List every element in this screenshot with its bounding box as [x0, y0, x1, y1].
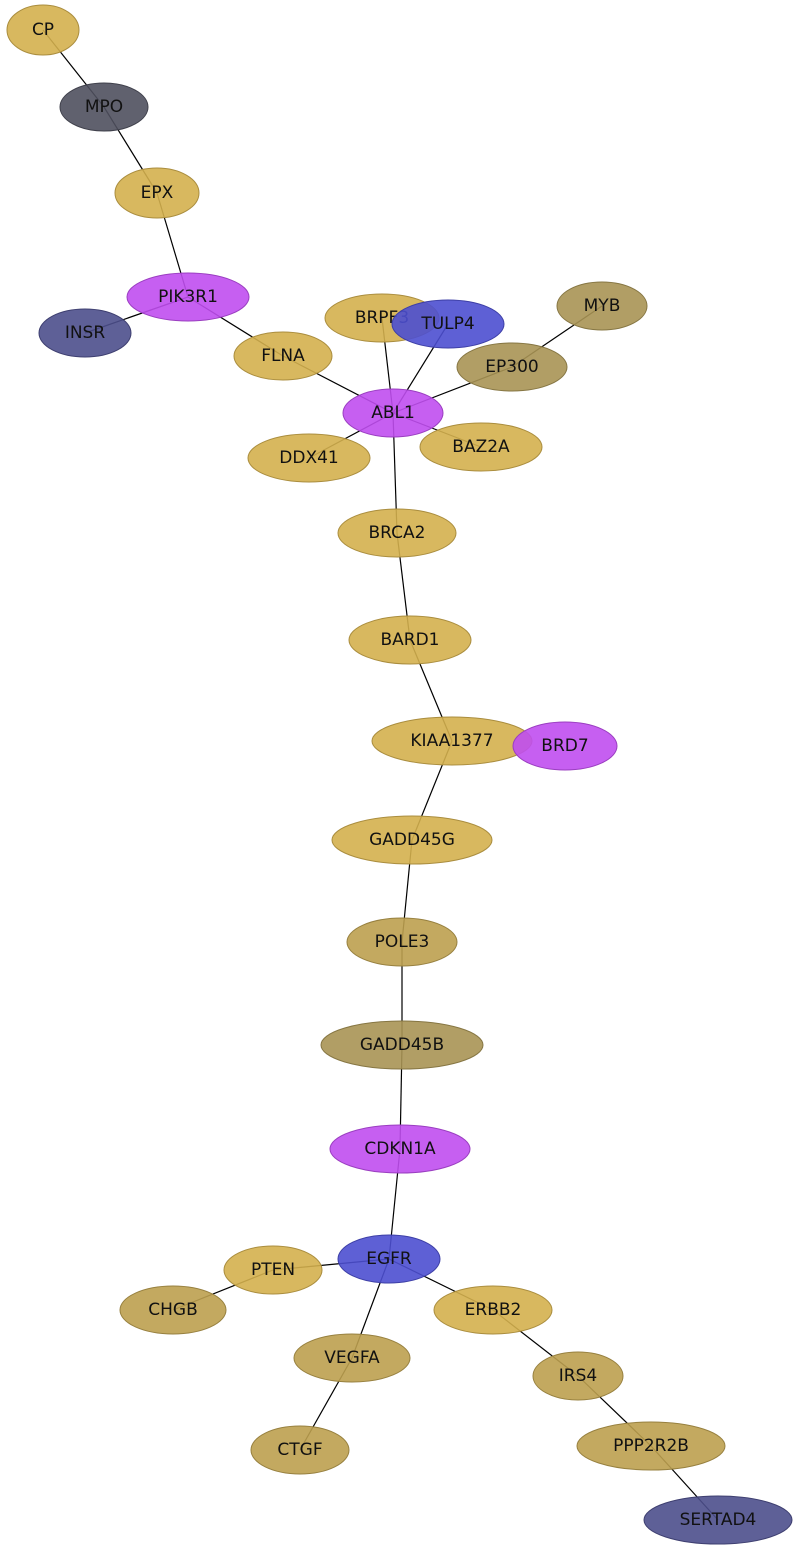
- node-label-tulp4: TULP4: [420, 314, 474, 334]
- node-ddx41[interactable]: DDX41: [247, 433, 371, 483]
- node-sertad4[interactable]: SERTAD4: [643, 1495, 793, 1545]
- node-label-gadd45b: GADD45B: [360, 1035, 444, 1055]
- node-shape-irs4: [532, 1351, 624, 1401]
- node-label-myb: MYB: [584, 296, 621, 316]
- node-pole3[interactable]: POLE3: [346, 917, 458, 967]
- node-shape-gadd45b: [320, 1020, 484, 1070]
- node-label-baz2a: BAZ2A: [452, 437, 510, 457]
- node-label-brd7: BRD7: [541, 736, 588, 756]
- node-label-irs4: IRS4: [559, 1366, 597, 1386]
- node-shape-chgb: [119, 1285, 227, 1335]
- node-egfr[interactable]: EGFR: [337, 1234, 441, 1284]
- node-epx[interactable]: EPX: [114, 167, 200, 219]
- node-shape-ddx41: [247, 433, 371, 483]
- node-shape-sertad4: [643, 1495, 793, 1545]
- node-kiaa1377[interactable]: KIAA1377: [371, 716, 533, 766]
- node-brca2[interactable]: BRCA2: [337, 508, 457, 558]
- node-label-ep300: EP300: [485, 357, 538, 377]
- node-label-brca2: BRCA2: [369, 523, 426, 543]
- node-shape-tulp4: [391, 299, 505, 349]
- node-ppp2r2b[interactable]: PPP2R2B: [576, 1421, 726, 1471]
- node-label-gadd45g: GADD45G: [369, 830, 455, 850]
- node-label-ppp2r2b: PPP2R2B: [613, 1436, 689, 1456]
- node-shape-egfr: [337, 1234, 441, 1284]
- node-label-chgb: CHGB: [148, 1300, 198, 1320]
- node-baz2a[interactable]: BAZ2A: [419, 422, 543, 472]
- node-shape-abl1: [342, 388, 444, 438]
- node-cp[interactable]: CP: [6, 4, 80, 56]
- node-label-sertad4: SERTAD4: [680, 1510, 757, 1530]
- node-brd7[interactable]: BRD7: [512, 721, 618, 771]
- node-label-cp: CP: [32, 20, 54, 40]
- node-vegfa[interactable]: VEGFA: [293, 1333, 411, 1383]
- node-label-bard1: BARD1: [380, 630, 439, 650]
- node-bard1[interactable]: BARD1: [348, 615, 472, 665]
- node-shape-bard1: [348, 615, 472, 665]
- node-shape-mpo: [59, 82, 149, 132]
- node-label-abl1: ABL1: [371, 403, 415, 423]
- node-shape-erbb2: [433, 1285, 553, 1335]
- node-label-cdkn1a: CDKN1A: [364, 1139, 436, 1159]
- node-shape-vegfa: [293, 1333, 411, 1383]
- node-shape-cp: [6, 4, 80, 56]
- node-ep300[interactable]: EP300: [456, 342, 568, 392]
- node-label-insr: INSR: [65, 323, 106, 343]
- node-shape-baz2a: [419, 422, 543, 472]
- node-abl1[interactable]: ABL1: [342, 388, 444, 438]
- node-label-flna: FLNA: [261, 346, 305, 366]
- node-myb[interactable]: MYB: [556, 281, 648, 331]
- node-gadd45b[interactable]: GADD45B: [320, 1020, 484, 1070]
- node-shape-ep300: [456, 342, 568, 392]
- node-tulp4[interactable]: TULP4: [391, 299, 505, 349]
- node-label-pten: PTEN: [251, 1260, 295, 1280]
- node-label-erbb2: ERBB2: [465, 1300, 522, 1320]
- node-cdkn1a[interactable]: CDKN1A: [329, 1124, 471, 1174]
- node-chgb[interactable]: CHGB: [119, 1285, 227, 1335]
- node-mpo[interactable]: MPO: [59, 82, 149, 132]
- node-shape-insr: [38, 308, 132, 358]
- node-erbb2[interactable]: ERBB2: [433, 1285, 553, 1335]
- node-shape-pten: [223, 1245, 323, 1295]
- node-label-pik3r1: PIK3R1: [158, 287, 218, 307]
- node-label-ctgf: CTGF: [277, 1440, 322, 1460]
- node-pik3r1[interactable]: PIK3R1: [126, 272, 250, 322]
- node-label-kiaa1377: KIAA1377: [410, 731, 493, 751]
- node-pten[interactable]: PTEN: [223, 1245, 323, 1295]
- node-insr[interactable]: INSR: [38, 308, 132, 358]
- node-label-vegfa: VEGFA: [324, 1348, 380, 1368]
- node-gadd45g[interactable]: GADD45G: [331, 815, 493, 865]
- node-shape-ctgf: [250, 1425, 350, 1475]
- node-shape-pik3r1: [126, 272, 250, 322]
- node-shape-brca2: [337, 508, 457, 558]
- node-ctgf[interactable]: CTGF: [250, 1425, 350, 1475]
- node-shape-flna: [233, 331, 333, 381]
- node-shape-cdkn1a: [329, 1124, 471, 1174]
- node-shape-pole3: [346, 917, 458, 967]
- node-label-mpo: MPO: [85, 97, 123, 117]
- node-shape-gadd45g: [331, 815, 493, 865]
- node-label-epx: EPX: [141, 183, 174, 203]
- node-label-pole3: POLE3: [375, 932, 430, 952]
- node-shape-ppp2r2b: [576, 1421, 726, 1471]
- node-shape-myb: [556, 281, 648, 331]
- node-shape-brd7: [512, 721, 618, 771]
- node-irs4[interactable]: IRS4: [532, 1351, 624, 1401]
- node-label-ddx41: DDX41: [279, 448, 338, 468]
- node-flna[interactable]: FLNA: [233, 331, 333, 381]
- node-shape-epx: [114, 167, 200, 219]
- node-label-egfr: EGFR: [366, 1249, 412, 1269]
